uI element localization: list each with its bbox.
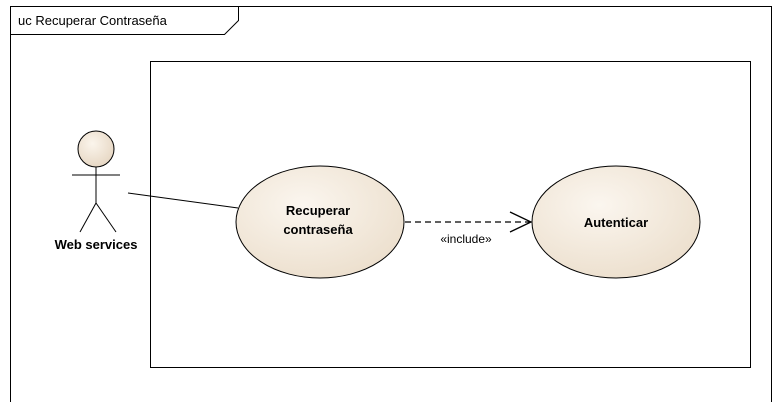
include-stereotype-label: «include» (440, 232, 492, 246)
use-case-label: Autenticar (584, 215, 648, 230)
association-line (127, 192, 239, 209)
include-arrowhead (509, 211, 533, 233)
diagram-frame: uc Recuperar Contraseña (10, 6, 772, 402)
use-case-autenticar[interactable]: Autenticar (531, 165, 701, 279)
actor-right-leg (95, 202, 117, 233)
use-case-ellipse (235, 165, 405, 279)
include-relationship[interactable]: «include» (405, 211, 533, 246)
frame-title: uc Recuperar Contraseña (18, 13, 168, 28)
actor-left-leg (79, 202, 97, 233)
actor-label: Web services (55, 237, 138, 252)
use-case-recuperar-contrasena[interactable]: Recuperar contraseña (235, 165, 405, 279)
actor-head (77, 130, 115, 168)
actor-web-services[interactable]: Web services (55, 130, 138, 252)
use-case-label-line2: contraseña (283, 222, 353, 237)
frame-title-tab (10, 6, 239, 35)
use-case-label-line1: Recuperar (286, 203, 350, 218)
